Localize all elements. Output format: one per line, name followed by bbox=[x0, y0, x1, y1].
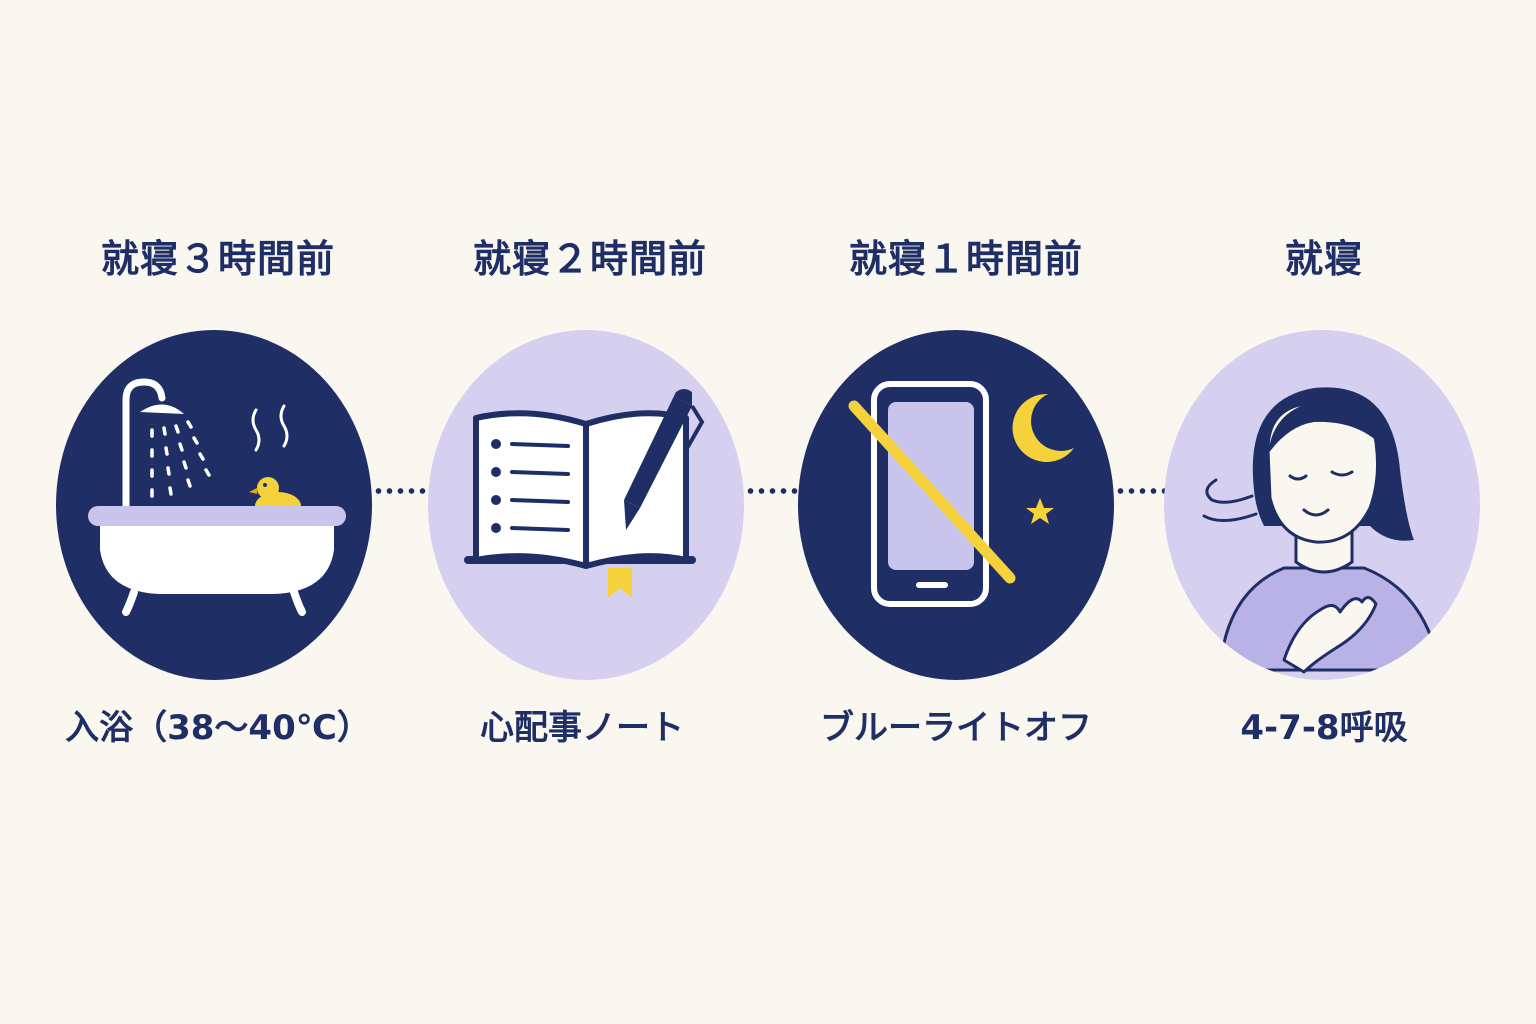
dotted-connector-3 bbox=[1115, 488, 1171, 494]
smartphone-off-icon bbox=[848, 381, 1074, 607]
dotted-connector-2 bbox=[745, 488, 801, 494]
step-2-circle bbox=[428, 330, 744, 680]
step-4-circle bbox=[1164, 330, 1480, 680]
step-1-circle bbox=[56, 330, 372, 680]
bathtub-shower-icon bbox=[88, 378, 346, 616]
moon-icon bbox=[1012, 393, 1074, 462]
step-4-title: 就寝 bbox=[1284, 237, 1363, 281]
breathing-woman-icon bbox=[1202, 387, 1442, 674]
step-2-title: 就寝２時間前 bbox=[472, 237, 707, 281]
step-1-title: 就寝３時間前 bbox=[100, 237, 335, 281]
step-4-caption: 4-7-8呼吸 bbox=[1240, 708, 1408, 748]
notebook-pen-icon bbox=[464, 389, 705, 598]
dotted-connector-1 bbox=[373, 488, 429, 494]
step-3-circle bbox=[798, 330, 1114, 680]
step-3-caption: ブルーライトオフ bbox=[820, 708, 1092, 748]
star-icon bbox=[1026, 498, 1054, 524]
pen-icon bbox=[624, 389, 705, 530]
step-1-caption: 入浴（38〜40℃） bbox=[65, 708, 371, 748]
breath-wind-icon bbox=[1202, 478, 1258, 522]
step-3-title: 就寝１時間前 bbox=[848, 237, 1083, 281]
step-2-caption: 心配事ノート bbox=[480, 708, 684, 748]
